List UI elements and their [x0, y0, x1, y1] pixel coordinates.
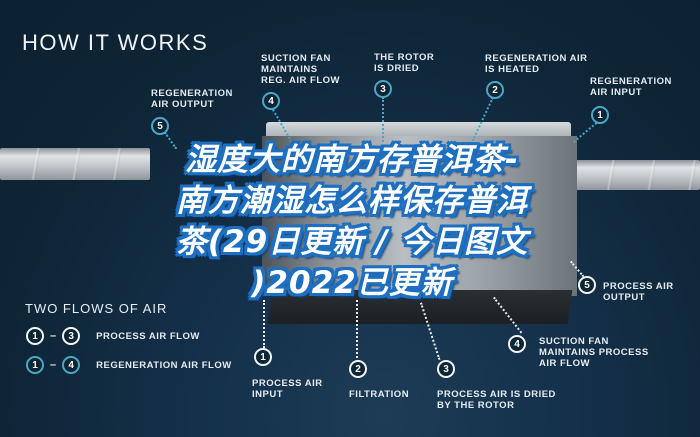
- leader-line-proc-1: [263, 300, 265, 348]
- reg-step-1-badge: 1: [591, 106, 609, 124]
- legend-title: TWO FLOWS OF AIR: [25, 301, 168, 316]
- leader-line-proc-2: [356, 300, 358, 358]
- legend-row-process: 1 – 3 PROCESS AIR FLOW: [26, 327, 200, 345]
- legend-process-from-badge: 1: [26, 327, 44, 345]
- overlay-line-2: 南方潮湿怎么样保存普洱: [176, 183, 528, 219]
- proc-step-1-badge: 1: [254, 348, 272, 366]
- dehumidifier-unit-body: [262, 136, 577, 296]
- legend-regeneration-label: REGENERATION AIR FLOW: [96, 359, 232, 371]
- reg-label-3: THE ROTOR IS DRIED: [374, 52, 435, 74]
- legend-regeneration-separator: –: [50, 359, 57, 371]
- reg-label-5: REGENERATION AIR OUTPUT: [151, 88, 233, 110]
- left-air-duct: [0, 148, 150, 180]
- legend-regeneration-to-badge: 4: [62, 356, 81, 374]
- proc-label-5: PROCESS AIR OUTPUT: [603, 281, 674, 303]
- overlay-line-1: 湿度大的南方存普洱茶-: [185, 142, 519, 178]
- proc-step-3-badge: 3: [437, 360, 455, 378]
- overlay-line-4: )2022已更新: [251, 265, 453, 301]
- reg-step-4-badge: 4: [262, 92, 280, 110]
- reg-step-2-badge: 2: [486, 81, 504, 99]
- proc-step-5-badge: 5: [578, 276, 596, 294]
- overlay-line-3: 茶(29日更新 / 今日图文: [175, 224, 529, 260]
- reg-label-1: REGENERATION AIR INPUT: [590, 76, 672, 98]
- legend-process-to-badge: 3: [62, 327, 81, 345]
- legend-regeneration-from-badge: 1: [26, 356, 44, 374]
- proc-label-3: PROCESS AIR IS DRIED BY THE ROTOR: [437, 389, 556, 411]
- legend-process-separator: –: [50, 330, 57, 342]
- proc-label-1: PROCESS AIR INPUT: [252, 378, 323, 400]
- right-air-duct: [575, 160, 700, 190]
- reg-label-2: REGENERATION AIR IS HEATED: [485, 53, 588, 75]
- diagram-title: HOW IT WORKS: [22, 30, 209, 55]
- reg-step-3-badge: 3: [374, 80, 392, 98]
- proc-label-4: SUCTION FAN MAINTAINS PROCESS AIR FLOW: [539, 336, 649, 369]
- legend-row-regeneration: 1 – 4 REGENERATION AIR FLOW: [26, 356, 232, 374]
- legend-process-label: PROCESS AIR FLOW: [96, 330, 200, 342]
- proc-step-4-badge: 4: [508, 335, 526, 353]
- reg-label-4: SUCTION FAN MAINTAINS REG. AIR FLOW: [261, 53, 340, 86]
- overlay-headline: 湿度大的南方存普洱茶- 南方潮湿怎么样保存普洱 茶(29日更新 / 今日图文 )…: [112, 140, 592, 304]
- dehumidifier-unit-top: [266, 122, 571, 136]
- reg-step-5-badge: 5: [151, 117, 169, 135]
- proc-step-2-badge: 2: [349, 360, 367, 378]
- proc-label-2: FILTRATION: [349, 389, 410, 400]
- leader-line-reg-3: [382, 97, 384, 142]
